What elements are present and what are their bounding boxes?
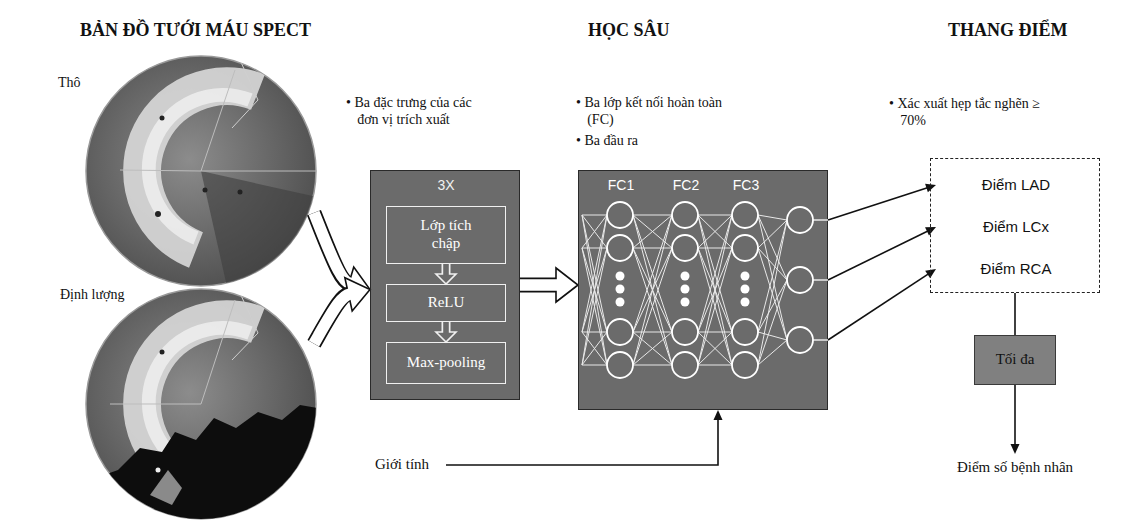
node-text: FC3 xyxy=(726,177,766,194)
score-item: Điểm LCx xyxy=(936,211,1096,243)
text-slot: • Xác xuất hẹp tắc nghẽn ≥ 70% xyxy=(889,96,1067,129)
connector-arrow xyxy=(314,278,370,344)
node-text: FC2 xyxy=(666,177,706,194)
connector-arrow xyxy=(828,184,936,220)
score-item: Điểm RCA xyxy=(936,253,1096,285)
score-item: Điểm LAD xyxy=(936,169,1096,201)
box-fill xyxy=(578,170,828,410)
node-text: Max-pooling xyxy=(407,354,485,372)
bullet-note: • Ba đặc trưng của các đơn vị trích xuất xyxy=(346,95,474,128)
connector-arrow xyxy=(520,268,578,302)
fully-connected-box: • Ba lớp kết nối hoàn toàn (FC)• Ba đầu … xyxy=(578,170,828,410)
node-text: FC1 xyxy=(601,177,641,194)
column-header: THANG ĐIỂM xyxy=(948,20,1068,41)
node-text: Điểm LCx xyxy=(983,218,1049,236)
input-text: Giới tính xyxy=(358,452,446,478)
layer-box: ReLU xyxy=(386,284,506,322)
polar-map-raw xyxy=(86,56,330,300)
result-text: Điểm số bệnh nhân xyxy=(930,454,1100,482)
node-text: Điểm LAD xyxy=(982,176,1050,194)
score-group-box: Điểm LADĐiểm LCxĐiểm RCA• Xác xuất hẹp t… xyxy=(930,158,1100,293)
node-text: Giới tính xyxy=(375,456,429,474)
box-fill xyxy=(974,335,1056,385)
polar-map-quantified xyxy=(86,289,330,529)
box-fill xyxy=(370,170,520,400)
bullet-note: • Ba đầu ra xyxy=(576,133,741,150)
connector-arrow xyxy=(436,264,456,284)
polar-map: Định lượng xyxy=(85,288,317,520)
text-slot: Thô xyxy=(58,75,81,92)
node-text: Điểm số bệnh nhân xyxy=(957,459,1073,477)
node-text: Điểm RCA xyxy=(981,260,1052,278)
connector-arrow xyxy=(1011,385,1020,454)
node-text: Lớp tích chập xyxy=(406,217,486,252)
text-slot: • Ba lớp kết nối hoàn toàn (FC) xyxy=(576,95,741,128)
text-slot: • Ba đầu ra xyxy=(576,133,741,150)
node-text: Tối đa xyxy=(996,351,1035,369)
connector-arrow xyxy=(436,322,456,342)
max-box: Tối đa xyxy=(974,335,1056,385)
node-text: ReLU xyxy=(428,294,465,312)
node-text: Thô xyxy=(58,75,81,92)
text-slot: 3X xyxy=(371,177,521,194)
text-slot: Định lượng xyxy=(60,287,124,304)
node-text: Định lượng xyxy=(60,287,124,304)
text-slot: • Ba đặc trưng của các đơn vị trích xuất xyxy=(346,95,474,128)
connector-arrow xyxy=(828,269,936,340)
polar-map: Thô xyxy=(85,55,317,287)
layer-box: Lớp tích chập xyxy=(386,206,506,264)
bullet-note: • Ba lớp kết nối hoàn toàn (FC) xyxy=(576,95,741,128)
text-slot: FC2 xyxy=(666,177,706,194)
feature-extractor-box: Lớp tích chậpReLUMax-pooling• Ba đặc trư… xyxy=(370,170,520,400)
text-slot: FC3 xyxy=(726,177,766,194)
column-header: BẢN ĐỒ TƯỚI MÁU SPECT xyxy=(80,20,311,41)
node-text: 3X xyxy=(371,177,521,194)
neuron-layers xyxy=(578,170,828,410)
bullet-note: • Xác xuất hẹp tắc nghẽn ≥ 70% xyxy=(889,96,1067,129)
column-header: HỌC SÂU xyxy=(588,20,670,41)
connector-arrow xyxy=(1015,293,1016,335)
connector-arrow xyxy=(828,227,936,280)
layer-box: Max-pooling xyxy=(386,342,506,384)
text-slot: FC1 xyxy=(601,177,641,194)
connector-arrow xyxy=(446,410,723,465)
